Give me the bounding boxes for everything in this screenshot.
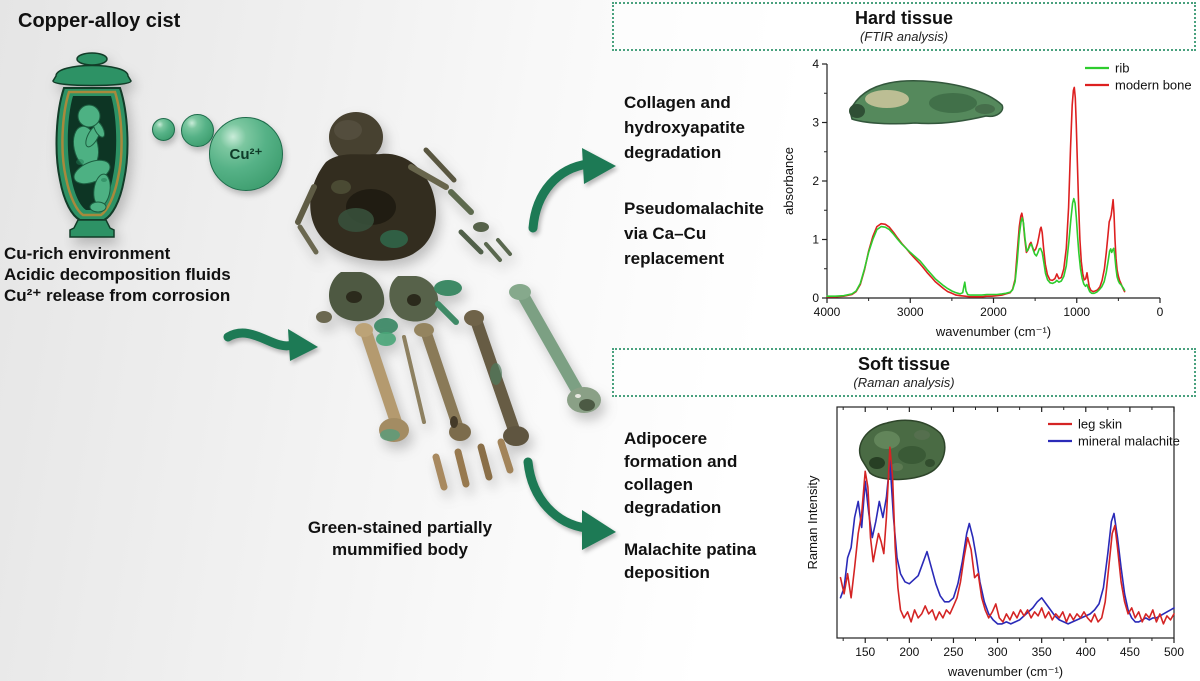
svg-text:3: 3 [812,116,819,130]
green-stained-skeleton-photo [295,112,601,491]
svg-text:4000: 4000 [814,305,841,319]
rib-sample-photo [849,80,1004,125]
raman-chart: 150 200 250 300 350 400 450 500 leg skin mineral … [805,406,1184,679]
soft-tissue-title: Soft tissue [857,354,950,374]
hard-tissue-title: Hard tissue [854,8,954,28]
soft-tissue-note-malachite: Malachite patina deposition [624,540,757,582]
svg-text:Raman Intensity: Raman Intensity [805,475,820,569]
cu-ion-circle-large: Cu²⁺ [209,117,283,191]
hard-tissue-note-degradation: Collagen and hydroxyapatite degradation [624,93,745,162]
svg-text:3000: 3000 [897,305,924,319]
svg-text:2000: 2000 [980,305,1007,319]
svg-text:2: 2 [812,174,819,188]
svg-text:350: 350 [1032,645,1052,659]
svg-text:1000: 1000 [1063,305,1090,319]
malachite-sample-photo [858,419,946,481]
svg-text:300: 300 [988,645,1008,659]
svg-text:150: 150 [855,645,875,659]
svg-text:200: 200 [899,645,919,659]
environment-text: Cu-rich environment Acidic decomposition… [4,244,231,305]
svg-text:500: 500 [1164,645,1184,659]
svg-text:250: 250 [943,645,963,659]
svg-text:4: 4 [812,57,819,71]
arrow-curved-down-icon [523,457,616,550]
soft-tissue-header-box: Soft tissue (Raman analysis) [612,348,1196,397]
hard-tissue-header-box: Hard tissue (FTIR analysis) [612,2,1196,51]
ftir-chart: 4000 3000 2000 1000 0 0 1 2 3 4 rib modern bone wave… [781,57,1192,339]
svg-text:rib: rib [1115,61,1129,76]
svg-text:1: 1 [812,233,819,247]
hard-tissue-note-pseudomalachite: Pseudomalachite via Ca–Cu replacement [624,199,764,268]
svg-text:leg skin: leg skin [1078,417,1122,432]
copper-cist-title: Copper-alloy cist [18,10,181,32]
soft-tissue-subtitle: (Raman analysis) [853,375,955,390]
cu-ion-label: Cu²⁺ [229,146,263,163]
arrow-curved-up-icon [528,148,616,233]
cu-ion-circle-small [152,118,175,141]
arrow-right-icon [223,328,318,361]
copper-cist-illustration [52,52,132,238]
svg-text:400: 400 [1076,645,1096,659]
cu-ion-circle-medium [181,114,214,147]
soft-tissue-note-adipocere: Adipocere formation and collagen degrada… [624,429,738,517]
svg-text:0: 0 [812,291,819,305]
svg-text:mineral malachite: mineral malachite [1078,434,1180,449]
svg-text:absorbance: absorbance [781,147,796,215]
skeleton-caption: Green-stained partially mummified body [307,518,493,559]
svg-text:modern bone: modern bone [1115,78,1192,93]
hard-tissue-subtitle: (FTIR analysis) [859,29,949,44]
svg-text:0: 0 [1157,305,1164,319]
crouched-body-figure [72,104,111,213]
svg-text:450: 450 [1120,645,1140,659]
svg-text:wavenumber (cm⁻¹): wavenumber (cm⁻¹) [935,324,1051,339]
svg-text:wavenumber (cm⁻¹): wavenumber (cm⁻¹) [947,664,1063,679]
